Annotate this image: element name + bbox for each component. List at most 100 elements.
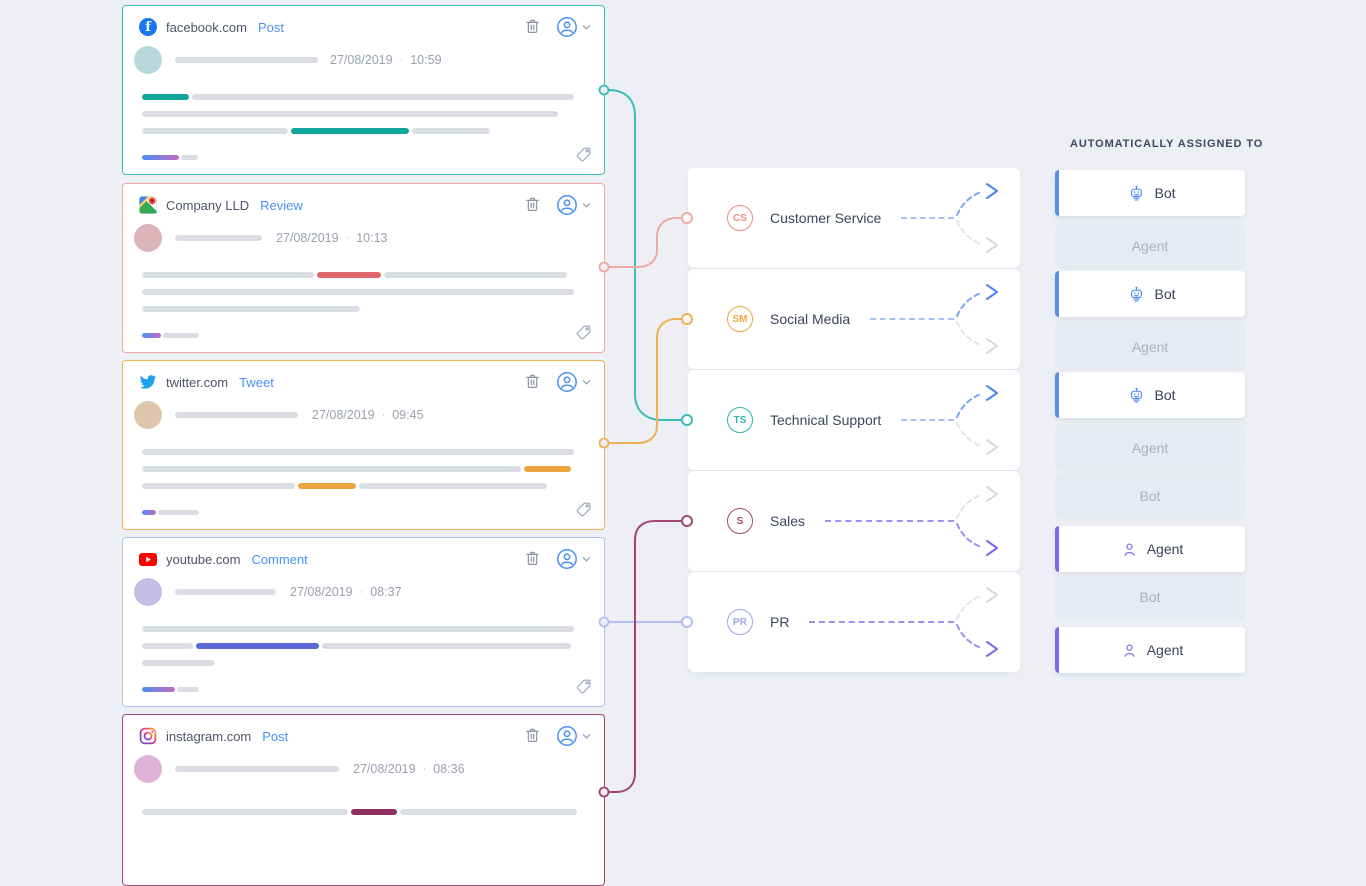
skeleton-line xyxy=(142,94,574,100)
category-label: Social Media xyxy=(770,311,851,327)
category-row-social-media: SM Social Media Bot Agent xyxy=(688,269,1245,370)
post-source: instagram.com xyxy=(166,728,252,744)
post-time: 10:59 xyxy=(410,53,442,67)
avatar xyxy=(134,46,162,74)
assign-user-icon[interactable] xyxy=(556,371,591,393)
routing-dashed-line xyxy=(870,318,954,320)
assignment-option-agent[interactable]: Agent xyxy=(1055,526,1245,572)
post-source: Company LLD xyxy=(166,197,250,213)
post-source: youtube.com xyxy=(166,551,241,567)
assignment-option-bot[interactable]: Bot xyxy=(1055,574,1245,620)
routing-fork xyxy=(956,183,998,253)
category-badge: SM xyxy=(727,306,753,332)
trash-icon[interactable] xyxy=(523,17,543,37)
post-time: 09:45 xyxy=(392,408,424,422)
skeleton-line xyxy=(142,466,571,472)
avatar xyxy=(134,224,162,252)
category-card[interactable]: PR PR xyxy=(688,572,1020,672)
assign-user-icon[interactable] xyxy=(556,194,591,216)
tag-icon[interactable] xyxy=(574,323,593,342)
category-label: PR xyxy=(770,614,790,630)
category-badge: TS xyxy=(727,407,753,433)
routing-fork xyxy=(956,486,998,556)
assignment-option-bot[interactable]: Bot xyxy=(1055,170,1245,216)
routing-fork xyxy=(956,587,998,657)
post-date: 27/08/2019 xyxy=(330,53,393,67)
assignment-option-agent[interactable]: Agent xyxy=(1055,627,1245,673)
trash-icon[interactable] xyxy=(523,726,543,746)
routing-dashed-line xyxy=(901,419,954,421)
tag-progress xyxy=(142,510,199,515)
bot-icon xyxy=(1128,185,1145,202)
skeleton-line xyxy=(142,111,558,117)
bot-icon xyxy=(1128,387,1145,404)
assign-user-icon[interactable] xyxy=(556,16,591,38)
post-type-link[interactable]: Post xyxy=(262,728,289,744)
post-card-header: twitter.com Tweet xyxy=(139,370,591,394)
trash-icon[interactable] xyxy=(523,549,543,569)
tag-progress xyxy=(142,687,199,692)
category-label: Technical Support xyxy=(770,412,882,428)
post-date: 27/08/2019 xyxy=(290,585,353,599)
category-row-customer-service: CS Customer Service Bot Agent xyxy=(688,168,1245,269)
post-type-link[interactable]: Review xyxy=(260,197,303,213)
post-card-header: instagram.com Post xyxy=(139,724,591,748)
skeleton-line xyxy=(142,809,577,815)
skeleton-line xyxy=(142,483,547,489)
post-meta: 27/08/2019·09:45 xyxy=(312,408,424,422)
category-card[interactable]: CS Customer Service xyxy=(688,168,1020,268)
trash-icon[interactable] xyxy=(523,195,543,215)
category-row-technical-support: TS Technical Support Bot Agent xyxy=(688,370,1245,471)
post-card-twitter: twitter.com Tweet 27/08/2019·09:45 xyxy=(122,360,605,530)
assign-user-icon[interactable] xyxy=(556,548,591,570)
tag-icon[interactable] xyxy=(574,145,593,164)
assignment-option-agent[interactable]: Agent xyxy=(1055,425,1245,471)
assigned-to-header: AUTOMATICALLY ASSIGNED TO xyxy=(1070,138,1264,150)
post-date: 27/08/2019 xyxy=(353,762,416,776)
skeleton-name xyxy=(175,57,318,63)
skeleton-line xyxy=(142,626,574,632)
skeleton-line xyxy=(142,449,574,455)
google-maps-icon xyxy=(139,196,157,214)
assign-user-icon[interactable] xyxy=(556,725,591,747)
tag-icon[interactable] xyxy=(574,500,593,519)
category-badge: CS xyxy=(727,205,753,231)
category-row-pr: PR PR Bot Agent xyxy=(688,572,1245,673)
tag-progress xyxy=(142,155,198,160)
tag-progress xyxy=(142,333,199,338)
assignment-option-bot[interactable]: Bot xyxy=(1055,473,1245,519)
skeleton-line xyxy=(142,272,567,278)
post-card-instagram: instagram.com Post 27/08/2019·08:36 xyxy=(122,714,605,886)
tag-icon[interactable] xyxy=(574,677,593,696)
assignment-option-agent[interactable]: Agent xyxy=(1055,223,1245,269)
agent-icon xyxy=(1121,642,1138,659)
category-row-sales: S Sales Bot Agent xyxy=(688,471,1245,572)
post-meta: 27/08/2019·10:13 xyxy=(276,231,388,245)
post-card-header: Company LLD Review xyxy=(139,193,591,217)
skeleton-name xyxy=(175,412,298,418)
post-type-link[interactable]: Tweet xyxy=(239,374,274,390)
post-meta: 27/08/2019·10:59 xyxy=(330,53,442,67)
post-source: twitter.com xyxy=(166,374,229,390)
routing-fork xyxy=(956,385,998,455)
agent-icon xyxy=(1121,541,1138,558)
post-card-header: youtube.com Comment xyxy=(139,547,591,571)
assignment-option-agent[interactable]: Agent xyxy=(1055,324,1245,370)
post-type-link[interactable]: Post xyxy=(257,19,284,35)
bot-icon xyxy=(1128,286,1145,303)
category-card[interactable]: TS Technical Support xyxy=(688,370,1020,470)
category-card[interactable]: SM Social Media xyxy=(688,269,1020,369)
post-date: 27/08/2019 xyxy=(276,231,339,245)
post-type-link[interactable]: Comment xyxy=(251,551,308,567)
category-badge: S xyxy=(727,508,753,534)
avatar xyxy=(134,578,162,606)
assignment-option-bot[interactable]: Bot xyxy=(1055,271,1245,317)
routing-dashed-line xyxy=(901,217,954,219)
post-time: 08:37 xyxy=(370,585,402,599)
category-card[interactable]: S Sales xyxy=(688,471,1020,571)
trash-icon[interactable] xyxy=(523,372,543,392)
post-card-maps: Company LLD Review 27/08/2019·10:13 xyxy=(122,183,605,353)
category-label: Sales xyxy=(770,513,806,529)
post-time: 10:13 xyxy=(356,231,388,245)
assignment-option-bot[interactable]: Bot xyxy=(1055,372,1245,418)
